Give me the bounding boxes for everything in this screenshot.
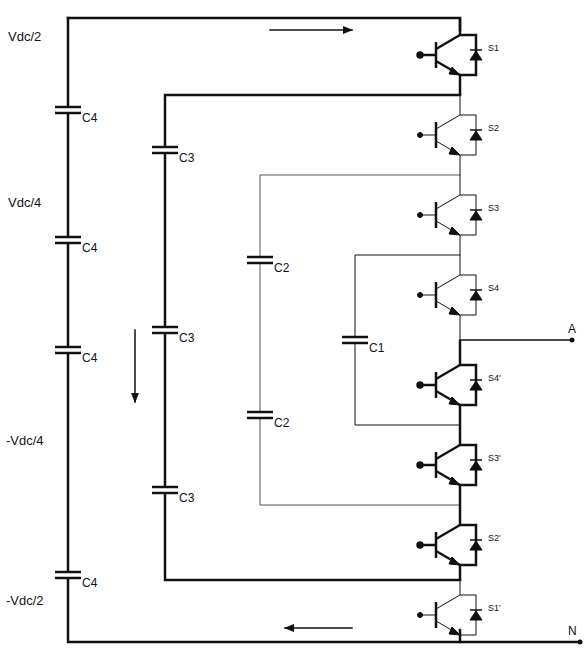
capacitor-label: C2 (274, 262, 289, 274)
capacitor-symbol (54, 106, 82, 114)
c3-wire (165, 95, 460, 580)
igbt-switch (418, 580, 483, 642)
current-arrow (270, 29, 352, 31)
switch-label: S1 (488, 44, 499, 53)
igbt-switch (418, 18, 483, 95)
capacitor-symbol (246, 411, 274, 419)
capacitor-symbol (151, 486, 179, 494)
switch-label: S3 (488, 204, 499, 213)
switch-label: S3' (488, 454, 501, 463)
terminal-dot (570, 338, 575, 343)
igbt-switch (418, 95, 483, 175)
capacitor-label: C3 (179, 492, 194, 504)
output-wire (460, 339, 572, 341)
igbt-switch (418, 255, 483, 340)
switch-label: S4 (488, 284, 499, 293)
switch-label: S2 (488, 124, 499, 133)
terminal-dot (578, 640, 583, 645)
voltage-label: -Vdc/2 (6, 594, 44, 607)
igbt-switch (418, 175, 483, 255)
c1-wire (355, 255, 460, 425)
capacitor-label: C4 (82, 577, 97, 589)
negative-rail (68, 18, 580, 642)
current-arrow (285, 627, 352, 629)
capacitor-symbol (54, 346, 82, 354)
terminal-label: A (568, 323, 576, 335)
terminal-label: N (568, 625, 577, 637)
switch-label: S2' (488, 534, 501, 543)
capacitor-label: C4 (82, 352, 97, 364)
capacitor-label: C4 (82, 242, 97, 254)
current-arrow (134, 330, 136, 402)
voltage-label: Vdc/4 (8, 196, 41, 209)
capacitor-label: C3 (179, 152, 194, 164)
igbt-switch (418, 505, 483, 580)
igbt-switch (418, 425, 483, 505)
capacitor-label: C4 (82, 112, 97, 124)
voltage-label: Vdc/2 (8, 30, 41, 43)
switch-label: S1' (488, 604, 501, 613)
switch-label: S4' (488, 374, 501, 383)
positive-rail (68, 18, 460, 30)
rail-stub (459, 630, 462, 642)
igbt-switch (418, 340, 483, 425)
capacitor-symbol (151, 326, 179, 334)
voltage-label: -Vdc/4 (6, 434, 44, 447)
capacitor-symbol (54, 571, 82, 579)
capacitor-label: C1 (369, 342, 384, 354)
capacitor-symbol (151, 146, 179, 154)
c2-wire (260, 175, 460, 505)
capacitor-symbol (54, 236, 82, 244)
capacitor-symbol (341, 336, 369, 344)
capacitor-label: C3 (179, 332, 194, 344)
capacitor-label: C2 (274, 417, 289, 429)
capacitor-symbol (246, 256, 274, 264)
